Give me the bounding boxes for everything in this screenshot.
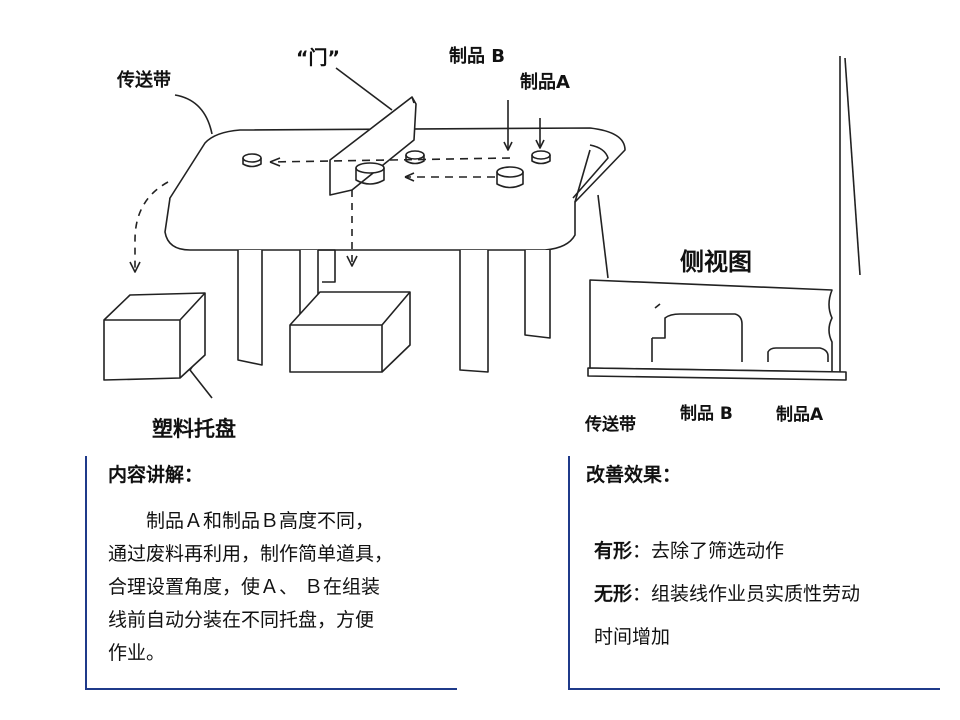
label-side-conveyor: 传送带 (585, 415, 636, 435)
effect-panel (568, 456, 940, 690)
conveyor-leg (237, 250, 263, 366)
pallet-box (103, 292, 206, 381)
explanation-text: 制品Ａ和制品Ｂ高度不同， 通过废料再利用，制作简单道具， 合理设置角度，使Ａ、 … (108, 505, 453, 670)
label-product-b: 制品 B (449, 46, 505, 67)
explanation-title: 内容讲解： (108, 464, 204, 486)
conveyor-belt-front (164, 197, 576, 251)
explanation-panel (85, 456, 457, 690)
intangible-line-cont: 时间增加 (594, 626, 671, 648)
explanation-line: 作业。 (108, 642, 166, 664)
label-product-a: 制品A (520, 72, 570, 93)
tangible-line: 有形：去除了筛选动作 (594, 530, 934, 573)
label-pallet: 塑料托盘 (152, 417, 236, 441)
explanation-line: 线前自动分装在不同托盘，方便 (108, 609, 375, 631)
intangible-line: 无形：组装线作业员实质性劳动 (594, 573, 934, 616)
intangible-text: ：组装线作业员实质性劳动 (632, 583, 861, 605)
conveyor-leg (524, 250, 551, 339)
label-side-view: 侧视图 (680, 248, 752, 276)
label-side-product-a: 制品A (776, 405, 824, 425)
conveyor-illustration (103, 56, 861, 399)
explanation-line: 通过废料再利用，制作简单道具， (108, 543, 394, 565)
effect-text: 有形：去除了筛选动作 无形：组装线作业员实质性劳动 时间增加 (594, 530, 934, 659)
effect-title: 改善效果： (586, 464, 682, 486)
label-conveyor: 传送带 (117, 70, 171, 91)
intangible-key: 无形 (594, 583, 633, 605)
tangible-key: 有形 (594, 540, 633, 562)
label-gate: “门” (296, 47, 340, 69)
explanation-line: 制品Ａ和制品Ｂ高度不同， (108, 510, 375, 532)
pallet-box (289, 291, 411, 373)
conveyor-leg (459, 250, 489, 373)
tangible-text: ：去除了筛选动作 (632, 540, 785, 562)
label-side-product-b: 制品 B (680, 404, 733, 424)
explanation-line: 合理设置角度，使Ａ、 Ｂ在组装 (108, 576, 381, 598)
